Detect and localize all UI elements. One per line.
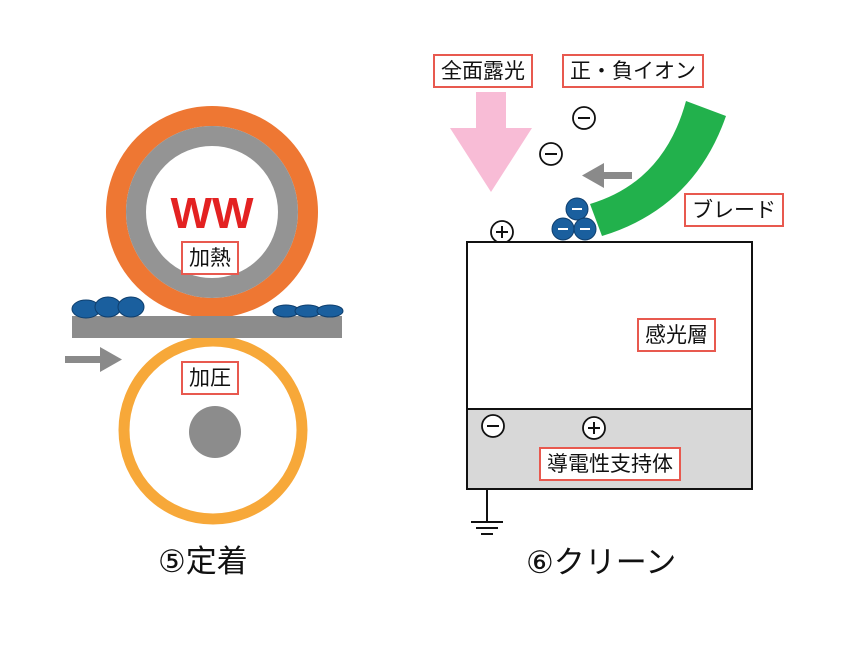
heater-symbol: WW (170, 189, 254, 238)
toner-particle (94, 296, 122, 318)
ground-symbol (471, 489, 503, 535)
paper-sheet (72, 316, 342, 338)
toner-particle (117, 296, 145, 318)
substrate-positive-charge (582, 416, 606, 440)
feed-arrow (65, 347, 122, 372)
exposure-arrow (450, 92, 532, 192)
exposure-label: 全面露光 (433, 54, 533, 88)
pressure-roller-axle (189, 406, 241, 458)
fixing-caption: ⑤定着 (158, 544, 248, 580)
negative-ion (572, 106, 596, 130)
fused-toner (316, 304, 344, 318)
heat-roller-outer-ring (106, 106, 318, 318)
substrate-negative-charge (481, 414, 505, 438)
heat-label: 加熱 (181, 241, 239, 275)
conductive-substrate-label: 導電性支持体 (539, 447, 681, 481)
blade-label: ブレード (684, 193, 784, 227)
photosensitive-layer-label: 感光層 (637, 318, 716, 352)
cleaning-caption: ⑥クリーン (526, 545, 677, 581)
negative-ion (539, 142, 563, 166)
heat-roller-inner-ring (126, 126, 298, 298)
residual-toner-cluster (551, 197, 597, 241)
blade-motion-arrow (582, 163, 632, 188)
positive-ion (490, 220, 514, 244)
cleaning-blade (590, 101, 726, 236)
ion-label: 正・負イオン (562, 54, 704, 88)
pressure-label: 加圧 (181, 361, 239, 395)
pressure-roller (118, 335, 308, 525)
